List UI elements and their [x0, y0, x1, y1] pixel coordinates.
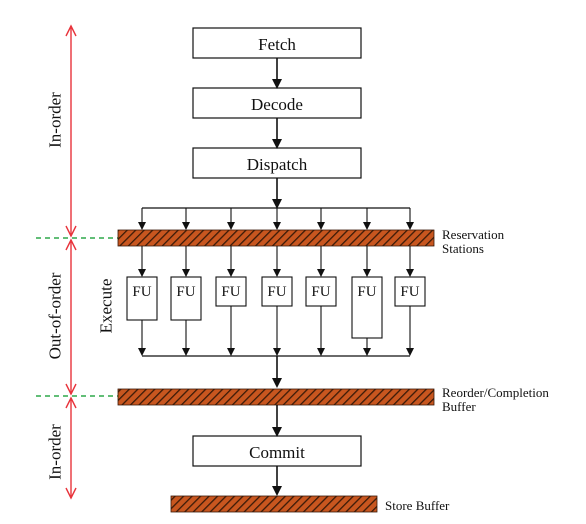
fu-box [394, 276, 426, 307]
execute-label: Execute [96, 278, 116, 334]
fu-label: FU [400, 284, 420, 300]
in-order-bottom-label: In-order [45, 424, 65, 480]
in-order-top-label: In-order [45, 92, 65, 148]
fu-box [261, 276, 293, 307]
reservation-stations-label-line2: Stations [442, 241, 484, 256]
fu-label: FU [221, 284, 241, 300]
decode-label: Decode [251, 95, 303, 114]
out-of-order-range-arrow [65, 238, 77, 396]
fu-label: FU [176, 284, 196, 300]
store-buffer [170, 495, 378, 513]
fu-box [305, 276, 337, 307]
fu-label: FU [267, 284, 287, 300]
commit-box [192, 435, 362, 467]
reorder-buffer-label-line2: Buffer [442, 399, 476, 414]
in-order-top-range-arrow [65, 24, 77, 238]
fu-box [170, 276, 202, 321]
reservation-stations-buffer [117, 229, 435, 247]
commit-label: Commit [249, 443, 305, 462]
dispatch-drop-arrows [138, 208, 414, 230]
store-buffer-label: Store Buffer [385, 498, 450, 513]
dispatch-label: Dispatch [246, 155, 308, 174]
reorder-completion-buffer [117, 388, 435, 406]
decode-box [192, 87, 362, 119]
reservation-stations-label-line1: Reservation [442, 227, 505, 242]
fetch-box [192, 27, 362, 59]
functional-units [126, 246, 426, 356]
fu-label: FU [357, 284, 377, 300]
fetch-label: Fetch [258, 35, 296, 54]
fu-box [351, 276, 383, 339]
in-order-bottom-range-arrow [65, 396, 77, 500]
fu-label: FU [132, 284, 152, 300]
out-of-order-label: Out-of-order [45, 272, 65, 360]
reorder-buffer-label-line1: Reorder/Completion [442, 385, 549, 400]
fu-label: FU [311, 284, 331, 300]
